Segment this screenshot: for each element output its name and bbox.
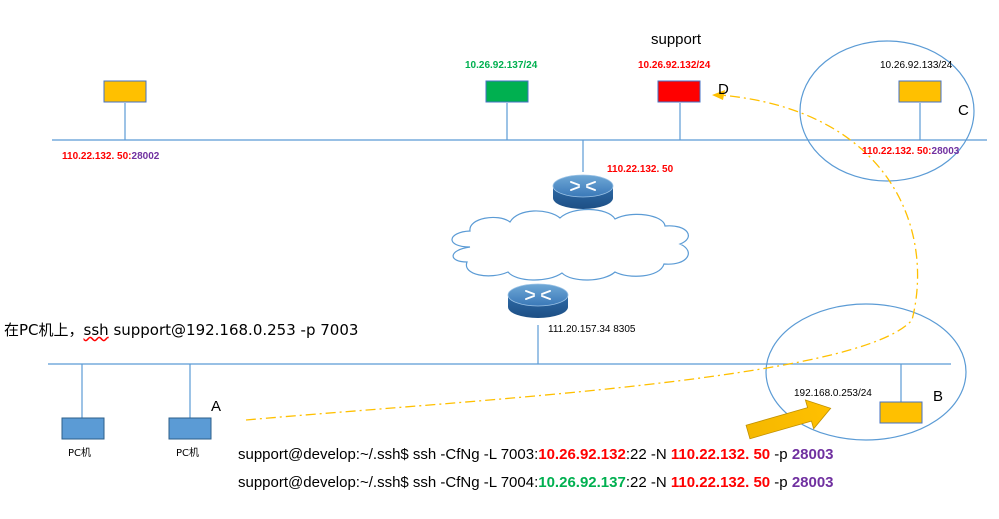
right-port-ip: 110.22.132. 50:	[862, 146, 932, 157]
tunnel-dashed-path	[245, 94, 919, 421]
cmd2-port: 28003	[791, 474, 834, 491]
node-d-label: D	[718, 81, 729, 98]
instruction-prefix: 在PC机上，	[4, 321, 84, 339]
cmd1-port-flag: -p	[770, 446, 792, 463]
cmd2-target-ip: 10.26.92.137	[538, 474, 626, 491]
support-label: support	[651, 31, 702, 48]
b-host-ip: 192.168.0.253/24	[794, 388, 872, 399]
cmd2-server: 110.22.132. 50	[670, 474, 771, 491]
right-port-label: 110.22.132. 50:28003	[862, 147, 959, 157]
host-left-box	[103, 80, 147, 103]
node-a-label: A	[211, 398, 222, 415]
instruction-text: 在PC机上，ssh support@192.168.0.253 -p 7003	[4, 323, 358, 338]
pc2-box	[168, 417, 212, 440]
host-c-box	[898, 80, 942, 103]
cmd1-server: 110.22.132. 50	[670, 446, 771, 463]
router-bottom-icon	[507, 283, 569, 318]
cmd1-target-ip: 10.26.92.132	[538, 446, 626, 463]
command-line-1: support@develop:~/.ssh$ ssh -CfNg -L 700…	[238, 447, 834, 462]
c-host-ip: 10.26.92.133/24	[880, 60, 953, 71]
tunnel-arrowhead-icon	[712, 90, 725, 100]
red-host-ip: 10.26.92.132/24	[638, 60, 711, 71]
pc1-box	[61, 417, 105, 440]
cloud-icon	[451, 208, 689, 281]
left-port-ip: 110.22.132. 50:	[62, 151, 132, 162]
pc2-label: PC机	[176, 448, 200, 459]
cmd2-port-flag: -p	[770, 474, 792, 491]
cmd2-middle: :22 -N	[625, 474, 671, 491]
host-red-box	[657, 80, 701, 103]
cmd1-prefix: support@develop:~/.ssh$ ssh -CfNg -L 700…	[238, 446, 539, 463]
green-host-ip: 10.26.92.137/24	[465, 60, 538, 71]
left-port-label: 110.22.132. 50:28002	[62, 152, 159, 162]
command-line-2: support@develop:~/.ssh$ ssh -CfNg -L 700…	[238, 475, 834, 490]
left-port-num: 28002	[131, 151, 160, 162]
circle-b	[765, 303, 967, 441]
pc1-label: PC机	[68, 448, 92, 459]
top-router-ip: 110.22.132. 50	[607, 164, 674, 175]
router-top-icon	[552, 174, 614, 209]
cmd2-prefix: support@develop:~/.ssh$ ssh -CfNg -L 700…	[238, 474, 539, 491]
right-port-num: 28003	[931, 146, 960, 157]
host-b-box	[879, 401, 923, 424]
node-b-label: B	[933, 388, 944, 405]
cmd1-middle: :22 -N	[625, 446, 671, 463]
circle-c	[799, 40, 975, 182]
bottom-router-ip: 111.20.157.34 8305	[548, 324, 636, 335]
block-arrow-icon	[745, 399, 832, 440]
instruction-ssh: ssh	[83, 321, 109, 339]
instruction-rest: support@192.168.0.253 -p 7003	[108, 321, 359, 339]
node-c-label: C	[958, 102, 969, 119]
host-green-box	[485, 80, 529, 103]
cmd1-port: 28003	[791, 446, 834, 463]
